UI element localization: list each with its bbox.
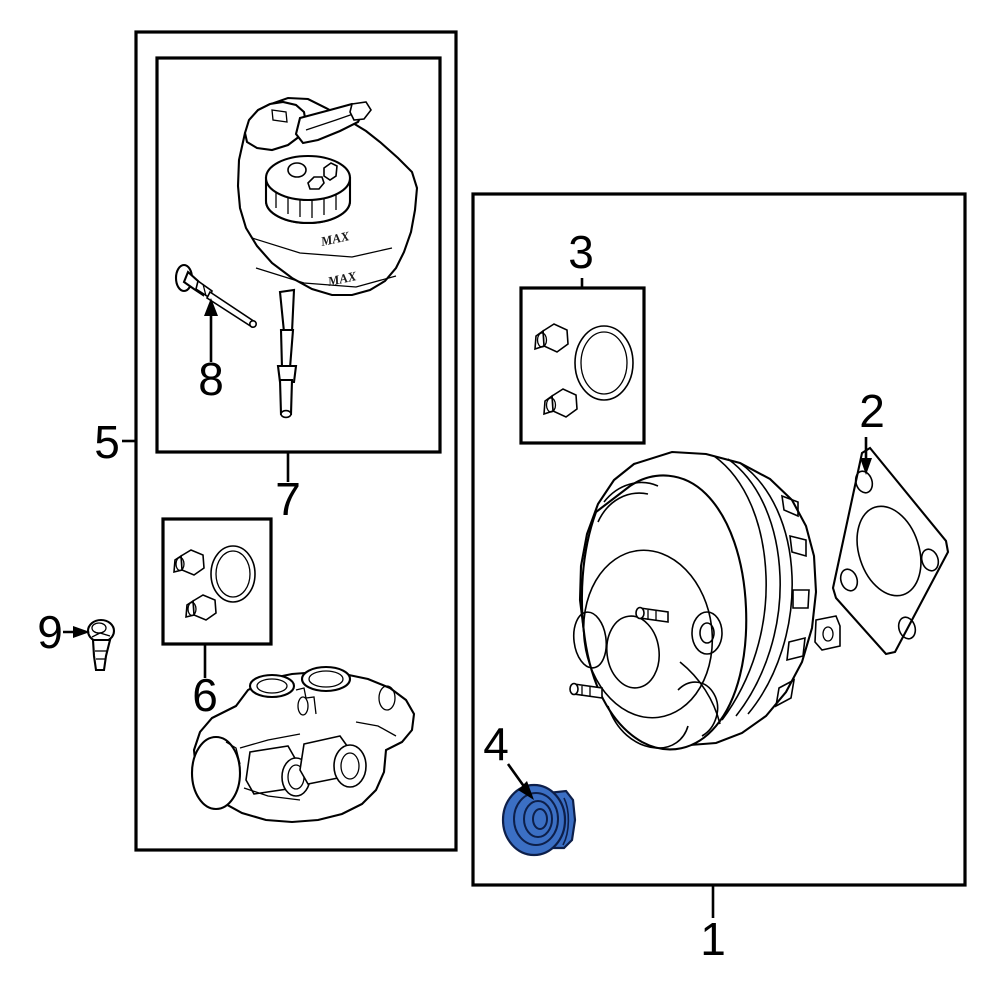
fluid-reservoir-inner-box <box>155 56 442 454</box>
group-frames <box>134 30 967 887</box>
callout-numbers: 1 2 3 4 5 6 7 8 9 <box>37 226 885 965</box>
grommet-ring-mid <box>523 800 553 838</box>
mc-contour-flank <box>355 721 397 737</box>
gasket-hole-left <box>839 568 859 592</box>
booster-rim-band-1 <box>739 462 793 715</box>
booster-stud-lower <box>569 682 603 699</box>
reservoir-filler-arm <box>294 102 366 145</box>
booster-crescent-detail <box>677 681 719 737</box>
callout-number-1: 1 <box>700 913 726 965</box>
mc-kit-nut-lower <box>185 594 217 621</box>
reservoir-cap-symbol-fluid <box>307 176 325 190</box>
booster-rim-notches <box>774 494 810 708</box>
booster-nut-and-seal-kit <box>534 323 634 418</box>
brake-fluid-reservoir-assembly <box>174 96 419 419</box>
mc-contour-upper <box>239 733 301 749</box>
booster-mounting-tab <box>814 615 841 651</box>
bolt-shank <box>91 638 112 672</box>
gasket-center-bore <box>856 505 922 597</box>
reservoir-stem-tip <box>280 409 292 419</box>
callout-number-2: 2 <box>859 385 885 437</box>
reservoir-cap-knurl <box>275 192 337 218</box>
booster-upper-recess-2 <box>597 492 649 523</box>
reservoir-level-markings: MAX MAX <box>318 228 358 289</box>
leader-8-arrowhead <box>204 298 218 316</box>
master-cylinder-body <box>190 665 416 824</box>
booster-rim-band-2 <box>727 458 781 717</box>
master-cylinder-mounting-bolt <box>86 618 116 672</box>
callout-number-3: 3 <box>568 226 594 278</box>
reservoir-stem-lower <box>278 378 294 416</box>
reservoir-max-marking-lower: MAX <box>325 268 358 289</box>
mc-port-boss-rear <box>248 673 296 699</box>
booster-upper-recess <box>603 481 659 503</box>
reservoir-spout-tip <box>349 101 372 121</box>
gasket-hole-bottom <box>897 616 917 640</box>
callout-leaders <box>63 278 872 918</box>
booster-port-boss <box>691 611 723 655</box>
mc-mounting-ear-hole <box>378 685 396 711</box>
booster-lower-lobe <box>607 705 689 749</box>
master-cylinder-nut-and-seal-kit <box>173 545 256 621</box>
reservoir-retaining-pin <box>174 263 258 329</box>
mc-kit-seal-ring <box>210 545 256 603</box>
gasket-hole-right <box>920 548 940 572</box>
booster-stud-upper <box>635 606 669 623</box>
pin-rod-tip <box>249 319 258 328</box>
master-cylinder-seal-kit-box <box>161 517 273 646</box>
pin-groove-line <box>202 283 207 297</box>
booster-port-bore <box>699 622 715 644</box>
booster-mounting-gasket <box>831 446 950 656</box>
callout-number-6: 6 <box>192 669 218 721</box>
callout-number-9: 9 <box>37 606 63 658</box>
reservoir-level-ridge-upper <box>251 237 393 258</box>
grommet-ring-outer <box>513 792 559 846</box>
reservoir-level-ridge-lower <box>255 267 397 288</box>
callout-number-7: 7 <box>275 473 301 525</box>
leader-4-arrowhead <box>518 781 534 800</box>
vacuum-check-valve-grommet <box>501 783 577 857</box>
booster-outer-box <box>471 192 967 887</box>
reservoir-neck-emboss <box>271 109 288 123</box>
mc-rear-bore-shadow <box>225 741 241 765</box>
callout-number-8: 8 <box>198 353 224 405</box>
mc-outlet-port-2 <box>299 735 367 788</box>
booster-kit-seal-ring <box>574 325 634 401</box>
booster-face-seam <box>679 661 721 725</box>
reservoir-stem-collar <box>276 364 298 384</box>
reservoir-filler-arm-edge <box>305 112 357 131</box>
mc-contour-lower <box>243 787 301 801</box>
reservoir-outlet-neck <box>278 288 296 334</box>
booster-hub-center <box>606 615 660 689</box>
mc-port-bore-rear <box>256 678 288 694</box>
bolt-head-recess <box>91 622 107 634</box>
leader-9-arrowhead <box>73 626 90 638</box>
reservoir-max-marking-upper: MAX <box>318 228 351 249</box>
booster-rim-band-3 <box>713 455 767 721</box>
mc-rear-bore-face <box>190 735 242 811</box>
booster-recess-left <box>572 611 608 669</box>
reservoir-cap-top <box>264 154 352 202</box>
power-brake-booster-assembly <box>569 450 841 751</box>
gasket-plate <box>831 446 950 656</box>
booster-kit-nut-lower <box>543 388 578 418</box>
reservoir-cap-symbol-arrow <box>323 162 338 181</box>
mc-port-bore-front <box>308 670 344 688</box>
leader-2-arrowhead <box>860 458 872 475</box>
booster-kit-nut-upper <box>534 323 569 353</box>
mc-kit-nut-upper <box>173 549 205 576</box>
grommet-barrel-seam <box>562 797 570 846</box>
mc-small-hole-top <box>297 696 309 716</box>
grommet-ring-inner <box>532 808 548 830</box>
gasket-hole-top <box>854 470 874 494</box>
reservoir-cap-symbol-circle <box>287 162 307 178</box>
callout-number-4: 4 <box>483 718 509 770</box>
callout-number-5: 5 <box>94 416 120 468</box>
reservoir-stem-upper <box>279 328 295 370</box>
